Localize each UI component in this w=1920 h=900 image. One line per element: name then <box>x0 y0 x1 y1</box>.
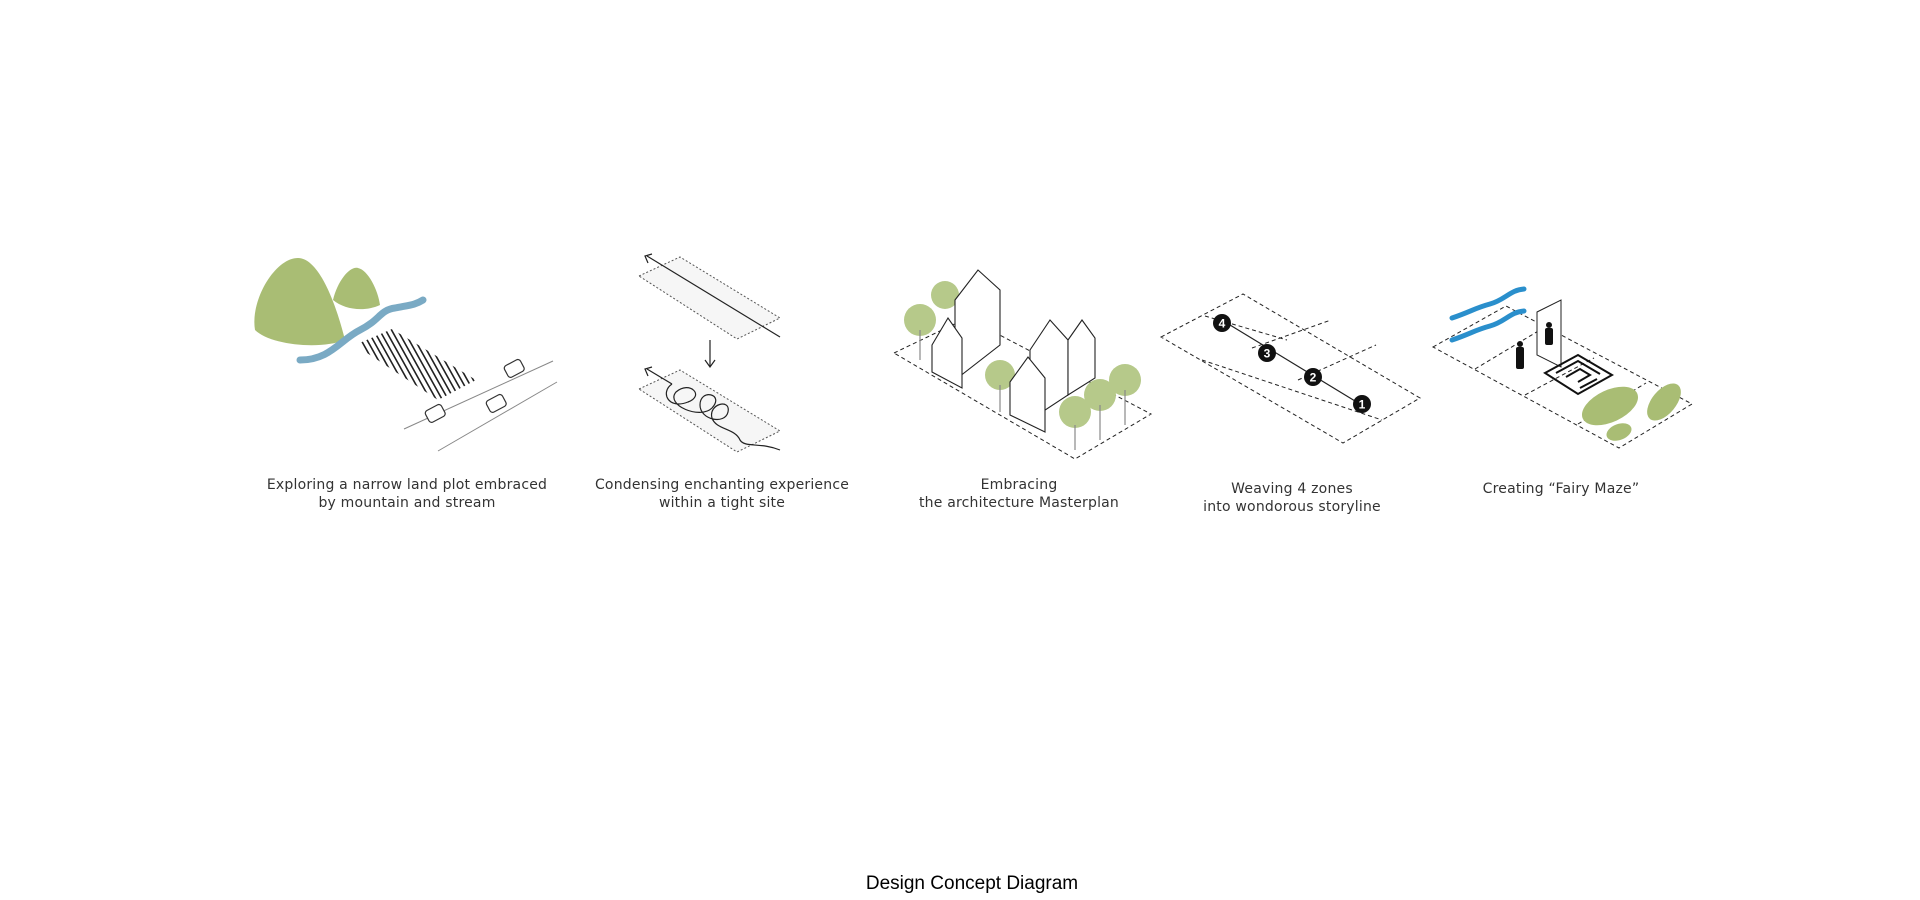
svg-text:2: 2 <box>1310 371 1317 385</box>
straight-path <box>646 255 781 338</box>
story-path <box>1229 324 1356 402</box>
car-icon <box>424 403 446 423</box>
tree <box>1084 379 1116 411</box>
figure-title: Design Concept Diagram <box>865 873 1079 894</box>
caption-line: Condensing enchanting experience <box>594 477 850 493</box>
panel-5-maze-illustration <box>1431 286 1694 449</box>
site-outline <box>892 317 1153 460</box>
green-blob <box>1647 383 1681 421</box>
water-waves <box>1449 286 1527 343</box>
panel-2-condense-illustration <box>637 253 782 453</box>
step-marker: 4 <box>1213 314 1231 332</box>
stream <box>296 296 427 364</box>
road-line <box>437 381 558 452</box>
caption-line: into wondorous storyline <box>1203 499 1381 515</box>
mountain-large <box>254 258 345 346</box>
caption-line: Exploring a narrow land plot embraced <box>266 477 548 493</box>
svg-text:4: 4 <box>1219 317 1226 331</box>
maze-icon <box>1543 353 1615 396</box>
step-marker: 2 <box>1304 368 1322 386</box>
caption-line: Weaving 4 zones <box>1231 481 1353 497</box>
panel-1-site-illustration <box>254 258 558 452</box>
house <box>1067 319 1096 396</box>
caption-line: within a tight site <box>658 495 786 511</box>
tree <box>985 360 1015 390</box>
caption-maze: Creating “Fairy Maze” <box>1411 480 1711 498</box>
site-outline-top <box>637 256 782 340</box>
step-marker: 3 <box>1258 344 1276 362</box>
caption-line: Creating “Fairy Maze” <box>1482 481 1640 497</box>
caption-zones: Weaving 4 zones into wondorous storyline <box>1142 480 1442 516</box>
panel-3-masterplan-illustration <box>892 269 1153 460</box>
green-blob <box>1606 423 1632 441</box>
house <box>1009 356 1046 433</box>
person-icon <box>1516 322 1553 369</box>
mountain-small <box>333 267 380 310</box>
caption-line: Embracing <box>980 477 1058 493</box>
panel-4-zones-illustration: 1 2 3 4 <box>1159 293 1421 444</box>
caption-site: Exploring a narrow land plot embraced by… <box>257 476 557 512</box>
caption-line: by mountain and stream <box>318 495 496 511</box>
caption-masterplan: Embracing the architecture Masterplan <box>869 476 1169 512</box>
car-icon <box>503 358 525 378</box>
svg-text:1: 1 <box>1359 398 1366 412</box>
caption-condense: Condensing enchanting experience within … <box>572 476 872 512</box>
tree <box>904 304 936 336</box>
svg-text:3: 3 <box>1264 347 1271 361</box>
car-icon <box>485 393 507 413</box>
zone-grid <box>1159 293 1421 444</box>
caption-line: the architecture Masterplan <box>918 495 1120 511</box>
house <box>931 316 963 389</box>
site-outline-bottom <box>637 369 782 453</box>
step-marker: 1 <box>1353 395 1371 413</box>
arrow-head-icon <box>644 253 653 264</box>
site-outline <box>1431 305 1694 449</box>
green-blob <box>1581 386 1639 426</box>
tangled-path <box>665 383 781 451</box>
